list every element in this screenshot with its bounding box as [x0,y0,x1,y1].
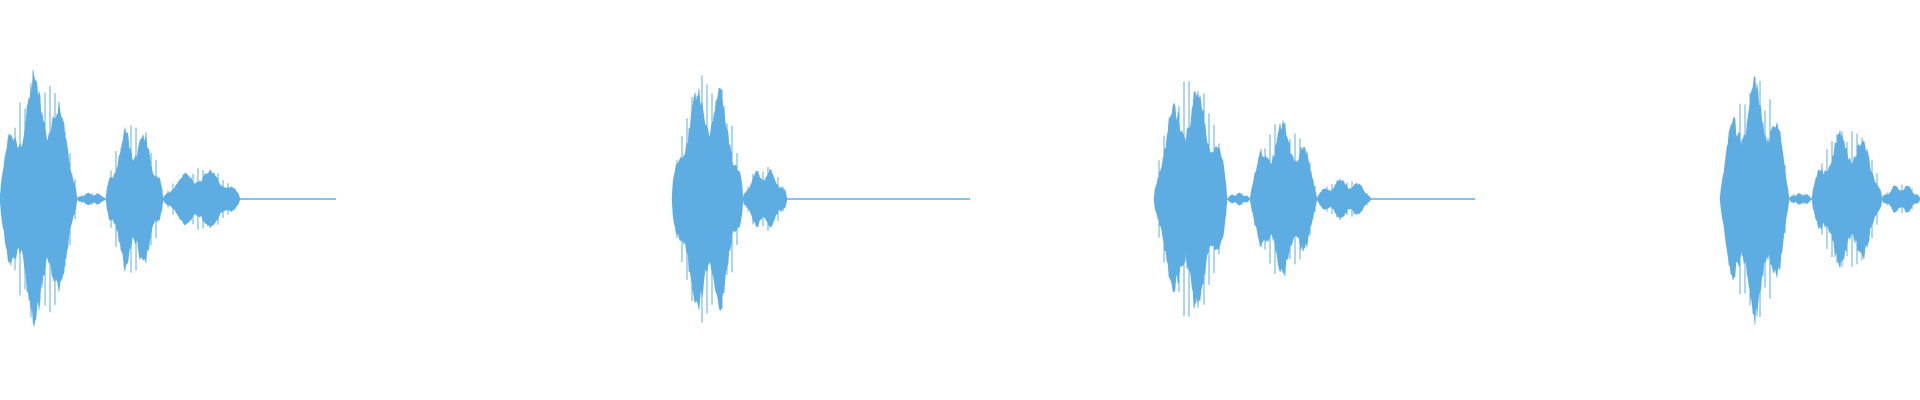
waveform-fine-detail [1793,193,1810,205]
waveform-fine-detail [110,125,162,273]
waveform-burst [1153,90,1228,309]
waveform-fine-detail [747,167,784,231]
waveform-fine-detail [1254,124,1316,274]
waveform-clip-1 [0,69,336,327]
waveform-fine-detail [676,75,743,323]
waveform-group [0,69,1920,327]
waveform-fine-detail [1231,193,1243,205]
waveform-fine-detail [1724,80,1786,318]
waveform-burst [105,127,164,272]
waveform-burst [1316,177,1372,221]
waveform-fine-detail [4,85,76,313]
waveform-clip-4 [1719,75,1920,325]
waveform-burst [1226,192,1251,206]
waveform-clip-3 [1153,81,1475,317]
waveform-fine-detail [1158,81,1225,317]
waveform-burst [742,168,788,228]
waveform-burst [1881,185,1920,214]
waveform-fine-detail [81,193,103,205]
waveform-fine-detail [1321,179,1368,219]
waveform-clip-2 [671,75,970,323]
waveform-fine-detail [167,168,239,230]
waveform-fine-detail [1886,184,1918,214]
waveform-fine-detail [1816,131,1878,267]
